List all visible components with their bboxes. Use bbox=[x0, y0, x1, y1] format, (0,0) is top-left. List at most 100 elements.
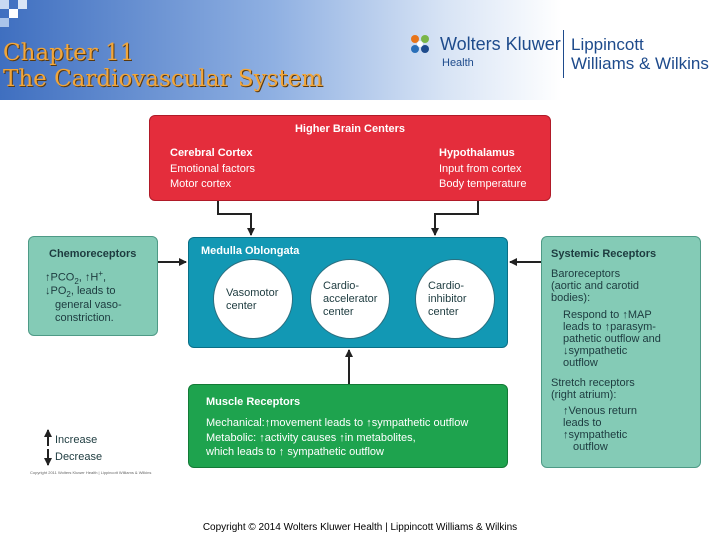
mechanical-text: sympathetic outflow bbox=[371, 417, 469, 429]
arrow-cortex-to-medulla bbox=[217, 201, 255, 236]
up-arrow-icon: ↑ bbox=[563, 429, 569, 441]
up-arrow-icon: ↑ bbox=[339, 432, 345, 444]
chemo-line-1: ↑PCO2, ↑H+, bbox=[45, 267, 106, 289]
title-line-1: Chapter 11 bbox=[3, 40, 135, 66]
stretch-response-line: ↑Venous return bbox=[563, 404, 637, 418]
imprint-line-1: Lippincott bbox=[571, 35, 644, 54]
up-arrow-icon: ↑ bbox=[604, 321, 611, 333]
center-label-line: inhibitor bbox=[428, 293, 467, 305]
hypothalamus-heading: Hypothalamus bbox=[439, 147, 515, 159]
stretch-line: (right atrium): bbox=[551, 389, 617, 401]
corner-square bbox=[9, 9, 18, 18]
corner-square bbox=[0, 0, 9, 9]
systemic-title: Systemic Receptors bbox=[551, 248, 657, 260]
baro-line: bodies): bbox=[551, 292, 591, 304]
chemo-line-2: ↓PO2, leads to bbox=[45, 284, 116, 302]
up-arrow-icon: ↑ bbox=[622, 309, 628, 321]
baro-text: leads to bbox=[563, 321, 602, 333]
stretch-text: sympathetic bbox=[568, 429, 628, 441]
systemic-receptors-box: Systemic Receptors Baroreceptors (aortic… bbox=[541, 236, 701, 468]
mechanical-label: Mechanical: bbox=[206, 417, 265, 429]
slide-title: Chapter 11 The Cardiovascular System bbox=[3, 40, 323, 92]
higher-brain-centers-box: Higher Brain Centers Cerebral Cortex Emo… bbox=[149, 115, 551, 201]
medulla-title: Medulla Oblongata bbox=[201, 245, 300, 257]
muscle-title: Muscle Receptors bbox=[206, 396, 301, 408]
vasomotor-center: Vasomotor center bbox=[213, 259, 293, 339]
wolters-kluwer-mark-icon bbox=[411, 35, 429, 53]
metabolic-text: sympathetic outflow bbox=[287, 446, 384, 458]
cortex-item: Emotional factors bbox=[170, 163, 255, 175]
corner-square bbox=[18, 0, 27, 9]
brand-sub: Health bbox=[442, 57, 474, 69]
baro-response-line: ↓sympathetic bbox=[563, 344, 627, 358]
baro-response-line: outflow bbox=[563, 357, 598, 369]
chemo-po: PO bbox=[50, 285, 67, 297]
baro-text: sympathetic bbox=[568, 345, 628, 357]
stretch-response-line: leads to bbox=[563, 417, 602, 429]
imprint-line-2: Williams & Wilkins bbox=[571, 54, 709, 73]
up-arrow-icon: ↑ bbox=[45, 271, 51, 284]
chemo-comma: , bbox=[78, 271, 82, 284]
stretch-line: Stretch receptors bbox=[551, 377, 635, 389]
center-label-line: center bbox=[428, 306, 459, 318]
metabolic-label: Metabolic: bbox=[206, 432, 257, 444]
stretch-text: Venous return bbox=[568, 405, 638, 417]
up-arrow-icon: ↑ bbox=[563, 405, 569, 417]
up-arrow-icon: ↑ bbox=[84, 271, 91, 284]
center-label-line: Cardio- bbox=[323, 280, 360, 292]
stretch-response-line: ↑sympathetic bbox=[563, 428, 627, 442]
chemoreceptors-box: Chemoreceptors ↑PCO2, ↑H+, ↓PO2, leads t… bbox=[28, 236, 158, 336]
corner-square bbox=[0, 18, 9, 27]
brand-name: Wolters Kluwer bbox=[440, 34, 561, 54]
legend-increase: Increase bbox=[55, 434, 98, 446]
higher-brain-title: Higher Brain Centers bbox=[294, 123, 406, 135]
down-arrow-icon: ↓ bbox=[563, 345, 569, 357]
center-label-line: Cardio- bbox=[428, 280, 465, 292]
baro-line: (aortic and carotid bbox=[551, 280, 640, 292]
header-band bbox=[0, 0, 720, 100]
metabolic-line-2: which leads to ↑ sympathetic outflow bbox=[206, 445, 384, 459]
mechanical-line: Mechanical:↑movement leads to ↑sympathet… bbox=[206, 416, 468, 430]
chemo-line-4: constriction. bbox=[55, 312, 114, 324]
metabolic-text: in metabolites, bbox=[344, 432, 416, 444]
figure-credit: Copyright 2011 Wolters Kluwer Health | L… bbox=[30, 470, 152, 475]
logo-divider bbox=[563, 30, 564, 78]
up-arrow-icon: ↑ bbox=[259, 432, 265, 444]
baro-line: Baroreceptors bbox=[551, 268, 621, 280]
mechanical-text: movement leads to bbox=[270, 417, 364, 429]
arrow-hypothalamus-to-medulla bbox=[431, 201, 479, 236]
baro-text: Respond to bbox=[563, 309, 620, 321]
center-label-line: Vasomotor bbox=[226, 287, 279, 299]
chemo-title: Chemoreceptors bbox=[49, 248, 137, 260]
publisher-logo: Wolters Kluwer Health Lippincott William… bbox=[406, 30, 718, 80]
hypothalamus-item: Input from cortex bbox=[439, 163, 522, 175]
title-line-2: The Cardiovascular System bbox=[3, 66, 324, 92]
center-label-line: accelerator bbox=[323, 293, 378, 305]
chemo-line-3: general vaso- bbox=[55, 299, 122, 311]
legend-decrease: Decrease bbox=[55, 451, 103, 463]
baro-response-line: pathetic outflow and bbox=[563, 333, 661, 345]
chemo-text: , leads to bbox=[70, 285, 116, 297]
chemo-pco-sub: 2 bbox=[74, 276, 79, 286]
chemo-po-sub: 2 bbox=[66, 290, 71, 300]
baro-text: parasym- bbox=[610, 321, 656, 333]
medulla-oblongata-box: Medulla Oblongata Vasomotor center Cardi… bbox=[188, 237, 508, 348]
chemo-comma: , bbox=[103, 271, 107, 284]
hypothalamus-item: Body temperature bbox=[439, 178, 527, 190]
up-arrow-icon: ↑ bbox=[264, 417, 271, 429]
center-label-line: center bbox=[323, 306, 354, 318]
up-arrow-icon: ↑ bbox=[278, 446, 285, 458]
stretch-response-line: outflow bbox=[573, 441, 608, 453]
baro-response-line: leads to ↑parasym- bbox=[563, 320, 656, 334]
cortex-item: Motor cortex bbox=[170, 178, 232, 190]
muscle-receptors-box: Muscle Receptors Mechanical:↑movement le… bbox=[188, 384, 508, 468]
cardioaccelerator-center: Cardio- accelerator center bbox=[310, 259, 390, 339]
copyright-footer: Copyright © 2014 Wolters Kluwer Health |… bbox=[202, 522, 518, 533]
up-arrow-icon: ↑ bbox=[366, 417, 372, 429]
chemo-h: H bbox=[90, 271, 99, 284]
chemo-pco: PCO bbox=[50, 271, 75, 284]
center-label-line: center bbox=[226, 300, 257, 312]
cerebral-cortex-heading: Cerebral Cortex bbox=[170, 147, 253, 159]
metabolic-text: activity causes bbox=[264, 432, 337, 444]
